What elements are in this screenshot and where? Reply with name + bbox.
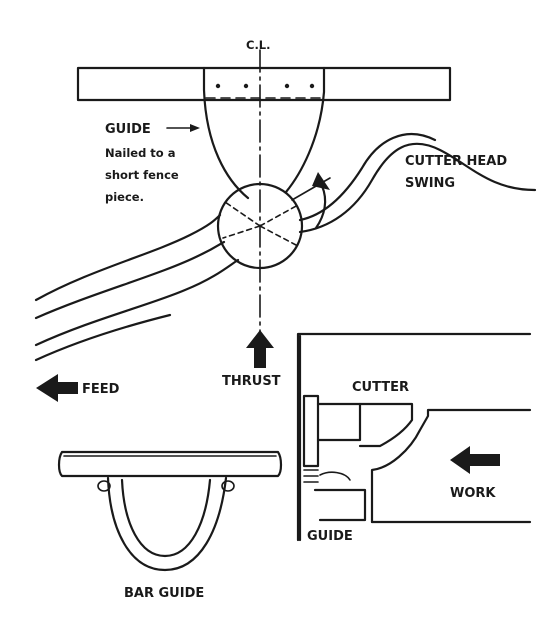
fence-board (76, 66, 452, 102)
cutter-section-figure (296, 332, 532, 542)
guide-block (202, 66, 326, 200)
work-label: WORK (450, 486, 496, 501)
guide-pointer (166, 124, 200, 132)
guide-bottom-label: GUIDE (307, 529, 353, 544)
curved-workpiece (34, 133, 537, 362)
cutter-label: CUTTER (352, 380, 409, 395)
cutter-head-circle (216, 182, 304, 270)
guide-note-line-2: short fence (105, 168, 179, 182)
guide-note-line-1: Nailed to a (105, 146, 175, 160)
work-arrow-icon (450, 446, 500, 474)
thrust-arrow-icon (246, 330, 274, 368)
top-figure (34, 49, 537, 362)
bar-guide-figure (57, 450, 283, 572)
thrust-label: THRUST (222, 374, 281, 389)
cutter-radial-lines (222, 201, 299, 246)
guide-label: GUIDE (105, 122, 151, 137)
nail-dots (215, 83, 315, 89)
guide-note-line-3: piece. (105, 190, 144, 204)
bar-guide-label: BAR GUIDE (124, 586, 204, 601)
swing-label: SWING (405, 176, 455, 191)
feed-arrow-icon (36, 374, 78, 402)
swing-leader (291, 177, 331, 201)
cl-label: C.L. (246, 38, 271, 52)
cutter-head-label: CUTTER HEAD (405, 154, 507, 169)
feed-label: FEED (82, 382, 120, 397)
